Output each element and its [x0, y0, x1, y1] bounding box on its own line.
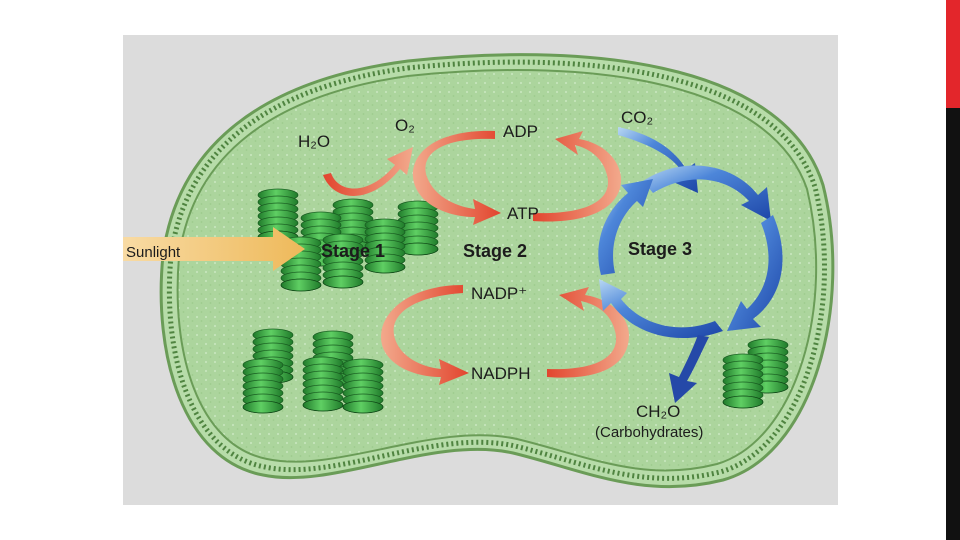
calvin-cycle-arc-right — [727, 215, 783, 331]
adp-label: ADP — [503, 122, 538, 141]
accent-bar-red — [946, 0, 960, 108]
sunlight-label: Sunlight — [126, 244, 181, 261]
carbohydrate-exit-arrow — [669, 335, 709, 403]
nadp-plus-label: NADP⁺ — [471, 284, 527, 303]
chloroplast-figure: Sunlight Stage 1 Stage 2 Stage 3 H₂O O₂ … — [123, 35, 838, 505]
stage-1-label: Stage 1 — [321, 241, 385, 261]
nadp-to-nadph-arrow — [381, 285, 469, 385]
carbohydrates-label: (Carbohydrates) — [595, 424, 703, 441]
ch2o-label: CH₂O — [636, 402, 680, 421]
calvin-cycle-arc-top — [643, 165, 771, 221]
adp-to-atp-arrow — [412, 130, 501, 225]
water-to-oxygen-arrow — [323, 147, 413, 196]
co2-entry-arrow — [618, 127, 698, 193]
stage-2-label: Stage 2 — [463, 241, 527, 261]
h2o-label: H₂O — [298, 132, 330, 151]
chloroplast-diagram: Sunlight Stage 1 Stage 2 Stage 3 H₂O O₂ … — [123, 53, 835, 489]
o2-label: O₂ — [395, 116, 415, 135]
stage-3-label: Stage 3 — [628, 239, 692, 259]
co2-label: CO₂ — [621, 108, 653, 127]
atp-to-adp-arrow — [533, 131, 622, 222]
nadph-to-nadp-arrow — [547, 287, 629, 378]
sunlight-arrow — [123, 227, 305, 271]
atp-label: ATP — [507, 204, 539, 223]
nadph-label: NADPH — [471, 364, 531, 383]
calvin-cycle-arc-bottom — [599, 279, 723, 339]
accent-bar-black — [946, 108, 960, 540]
calvin-cycle-arc-left — [598, 179, 653, 275]
